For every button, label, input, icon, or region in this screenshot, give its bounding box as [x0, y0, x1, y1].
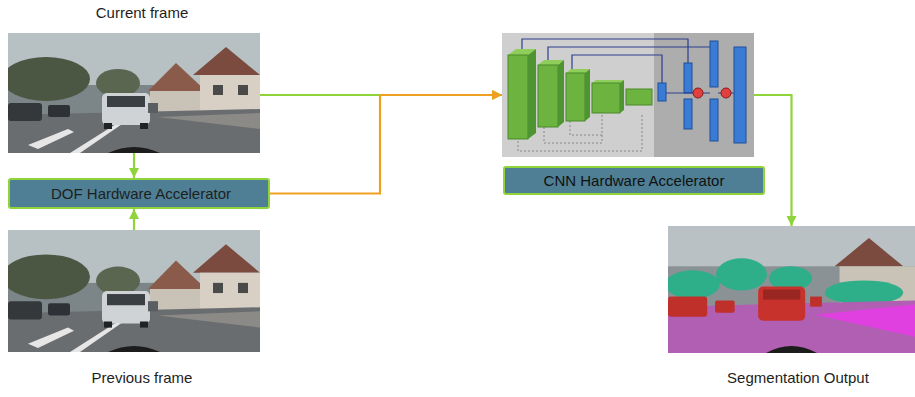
input-frame: Current frame	[8, 2, 276, 154]
art-shape	[508, 55, 528, 139]
art-shape	[558, 60, 564, 127]
art-shape	[763, 290, 800, 300]
art-shape	[148, 261, 206, 289]
art-shape	[684, 99, 692, 129]
process-box: CNN Hardware Accelerator	[502, 33, 764, 196]
art-shape	[522, 39, 688, 63]
art-shape	[140, 322, 148, 328]
flow-arrow	[754, 95, 792, 226]
art-shape	[710, 99, 718, 141]
flow-arrow	[133, 153, 135, 178]
art-shape	[538, 65, 558, 127]
art-shape	[238, 85, 248, 95]
art-shape	[626, 89, 652, 105]
art-shape	[810, 297, 822, 307]
art-shape	[96, 69, 140, 97]
art-shape	[570, 121, 602, 135]
art-shape	[815, 305, 915, 337]
art-shape	[200, 273, 260, 314]
input-frame: Previous frame	[8, 230, 276, 392]
art-shape	[213, 283, 223, 293]
art-shape	[766, 346, 817, 353]
art-shape	[710, 41, 718, 87]
art-shape	[48, 105, 70, 117]
art-shape	[8, 254, 90, 299]
art-shape	[158, 113, 260, 129]
art-shape	[654, 33, 754, 157]
art-shape	[668, 270, 720, 298]
art-shape	[528, 49, 536, 139]
node-label: Previous frame	[8, 369, 276, 389]
art-shape	[28, 129, 74, 149]
art-shape	[158, 311, 260, 327]
node-label: DOF Hardware Accelerator	[10, 185, 272, 203]
art-shape	[238, 283, 248, 293]
cnn-network-illustration	[502, 33, 754, 157]
art-shape	[107, 96, 145, 107]
art-shape	[102, 291, 150, 324]
art-shape	[148, 63, 206, 91]
art-shape	[668, 226, 915, 266]
process-box: DOF Hardware Accelerator	[8, 178, 270, 209]
art-shape	[585, 69, 590, 121]
art-shape	[48, 303, 70, 315]
camera-frame-photo	[8, 33, 260, 153]
art-shape	[758, 286, 805, 320]
art-shape	[693, 88, 703, 98]
art-shape	[502, 33, 754, 157]
art-shape	[668, 297, 707, 317]
art-shape	[566, 73, 585, 121]
art-shape	[8, 301, 42, 319]
art-shape	[96, 267, 140, 295]
art-shape	[620, 80, 624, 113]
art-shape	[721, 88, 731, 98]
flow-arrow	[133, 209, 135, 230]
art-shape	[592, 83, 620, 113]
art-shape	[104, 322, 112, 328]
art-shape	[835, 238, 904, 266]
art-shape	[715, 301, 735, 313]
art-shape	[148, 301, 158, 311]
art-shape	[148, 103, 158, 113]
art-shape	[8, 103, 42, 121]
output-frame: Segmentation Output	[668, 226, 915, 392]
box-label: CNN Hardware Accelerator	[503, 166, 765, 195]
art-shape	[193, 47, 260, 75]
art-shape	[213, 85, 223, 95]
art-shape	[825, 280, 903, 304]
art-shape	[658, 83, 666, 101]
flow-arrow	[270, 95, 502, 194]
camera-frame-photo	[8, 230, 260, 352]
art-shape	[193, 244, 260, 272]
art-shape	[734, 47, 746, 143]
art-shape	[28, 328, 74, 348]
art-shape	[140, 123, 148, 129]
node-label: Current frame	[8, 4, 276, 24]
art-shape	[200, 75, 260, 115]
art-shape	[108, 346, 160, 352]
segmentation-photo	[668, 226, 915, 353]
art-shape	[684, 63, 692, 93]
art-shape	[108, 147, 160, 153]
art-shape	[8, 57, 90, 101]
art-shape	[716, 258, 767, 290]
art-shape	[102, 93, 150, 125]
art-shape	[107, 294, 145, 305]
node-label: Segmentation Output	[668, 369, 915, 389]
art-shape	[104, 123, 112, 129]
